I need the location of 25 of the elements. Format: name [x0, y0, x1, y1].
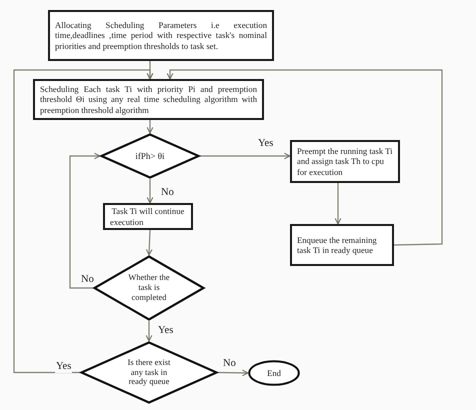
process-box: [290, 224, 394, 266]
node-text: Allocating Scheduling Parameters i.e execution time,deadlines ,time period with respective task's nominal priorities and preemption thresholds to task set.: [55, 20, 267, 51]
node-text: Enqueue the remaining task Ti in ready queue: [297, 234, 378, 256]
arrow: [146, 230, 152, 256]
arrow: [146, 120, 154, 134]
arrow: [218, 370, 248, 376]
node-text: End: [267, 368, 281, 378]
process-box: [48, 10, 274, 61]
edge-label: Yes: [55, 361, 72, 373]
arrow: [146, 321, 152, 342]
node-text: ifPh> θi: [135, 150, 165, 162]
node-text: Whether the task is completed: [127, 273, 171, 303]
arrow: [334, 183, 342, 224]
process-box: [290, 140, 400, 183]
arrow: [13, 69, 154, 374]
node-text: Task Ti will continue execution: [110, 206, 186, 227]
node-text: Is there exist any task in ready queue: [126, 358, 172, 388]
arrow: [166, 69, 443, 246]
node-text: Preempt the running task Ti and assign task Th to cpu for execution: [297, 146, 393, 177]
process-box: [33, 79, 264, 120]
arrow: [69, 152, 100, 289]
arrow: [146, 179, 154, 204]
node-text: Scheduling Each task Ti with priority Pi and preemption threshold Θi using any real time scheduling algorithm with preemption threshold algorithm: [40, 84, 257, 115]
arrow: [199, 152, 290, 160]
process-box: [103, 203, 193, 230]
